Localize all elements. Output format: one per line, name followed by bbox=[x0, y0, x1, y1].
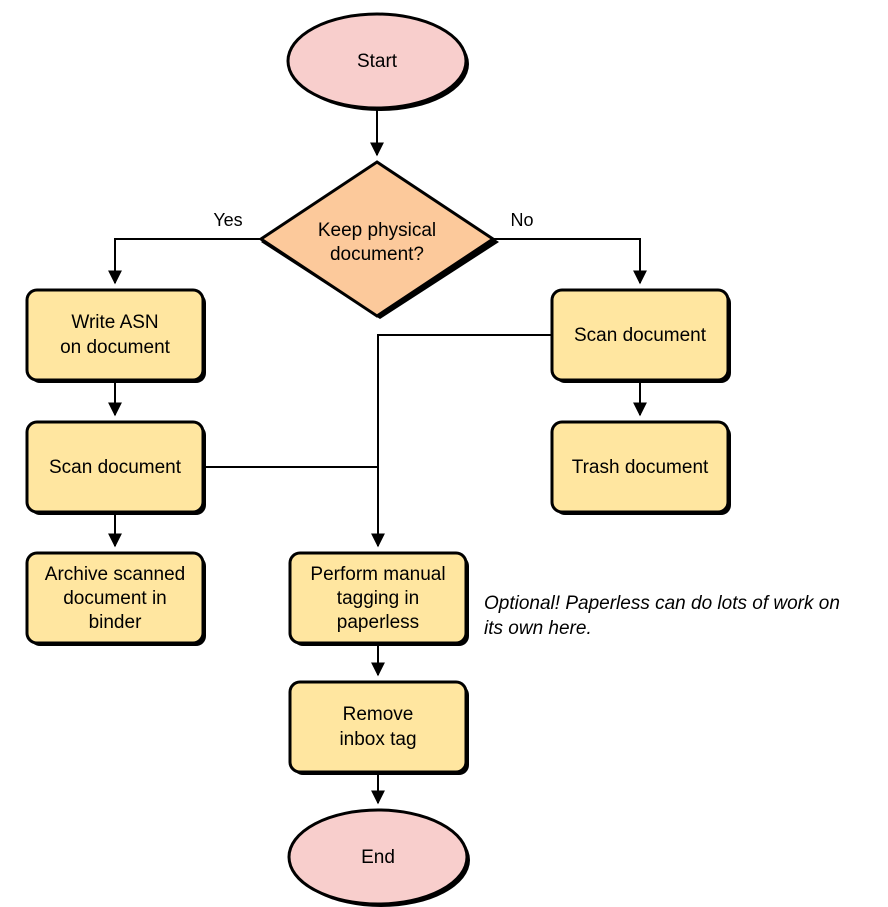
node-decision-label-line2: document? bbox=[330, 244, 424, 265]
annotation-line-1: Optional! Paperless can do lots of work … bbox=[484, 593, 840, 614]
node-trash-shape bbox=[550, 420, 730, 514]
node-scan-right-shape bbox=[550, 288, 730, 382]
node-decision-shape bbox=[258, 160, 496, 318]
node-write-asn-label-line1: Write ASN bbox=[71, 312, 158, 333]
node-tagging-shape bbox=[288, 551, 468, 645]
node-scan-right-label: Scan document bbox=[574, 325, 707, 346]
node-decision-label-line1: Keep physical bbox=[318, 220, 436, 241]
edge-label-yes: Yes bbox=[213, 210, 242, 230]
node-archive-shape bbox=[25, 551, 205, 645]
node-archive-label-line1: Archive scanned bbox=[45, 564, 185, 585]
node-end[interactable]: End bbox=[287, 808, 470, 907]
node-start[interactable]: Start bbox=[286, 12, 469, 111]
node-remove-inbox-label-line2: inbox tag bbox=[339, 729, 416, 750]
node-write-asn-shape bbox=[25, 288, 205, 382]
node-scan-document-right[interactable]: Scan document bbox=[550, 288, 731, 383]
node-tagging-label-line3: paperless bbox=[337, 612, 419, 633]
node-archive-scanned-document-in-binder[interactable]: Archive scanned document in binder bbox=[25, 551, 206, 646]
node-perform-manual-tagging-in-paperless[interactable]: Perform manual tagging in paperless bbox=[288, 551, 469, 646]
edge-decision-no-to-scan-right: No bbox=[493, 210, 647, 285]
node-archive-label-line3: binder bbox=[89, 612, 142, 633]
edges-layer: Yes No bbox=[108, 108, 647, 805]
node-archive-label-line2: document in bbox=[63, 588, 167, 609]
edge-scan-right-to-tagging bbox=[371, 334, 552, 548]
node-keep-physical-document[interactable]: Keep physical document? bbox=[258, 160, 499, 319]
node-tagging-label-line1: Perform manual bbox=[310, 564, 445, 585]
node-tagging-label-line2: tagging in bbox=[337, 588, 419, 609]
node-trash-label: Trash document bbox=[572, 457, 709, 478]
node-write-asn-on-document[interactable]: Write ASN on document bbox=[25, 288, 206, 383]
nodes-layer: Start Keep physical document? Write ASN … bbox=[25, 12, 731, 907]
node-end-shape bbox=[287, 808, 469, 906]
node-scan-left-label: Scan document bbox=[49, 457, 182, 478]
node-write-asn-label-line2: on document bbox=[60, 337, 171, 358]
node-end-label: End bbox=[361, 847, 395, 868]
node-start-label: Start bbox=[357, 51, 398, 72]
edge-line-decision-yes bbox=[108, 238, 261, 285]
annotation-optional-note: Optional! Paperless can do lots of work … bbox=[484, 593, 840, 639]
node-remove-inbox-shape bbox=[288, 680, 468, 774]
annotation-line-2: its own here. bbox=[484, 618, 592, 639]
node-start-shape bbox=[286, 12, 468, 110]
node-scan-left-shape bbox=[25, 420, 205, 514]
node-trash-document[interactable]: Trash document bbox=[550, 420, 731, 515]
node-remove-inbox-label-line1: Remove bbox=[343, 704, 414, 725]
edge-label-no: No bbox=[510, 210, 533, 230]
edge-line-decision-no bbox=[493, 238, 647, 285]
node-scan-document-left[interactable]: Scan document bbox=[25, 420, 206, 515]
node-remove-inbox-tag[interactable]: Remove inbox tag bbox=[288, 680, 469, 775]
edge-decision-yes-to-write-asn: Yes bbox=[108, 210, 261, 285]
edge-line-scan-right-to-tagging bbox=[371, 334, 552, 548]
